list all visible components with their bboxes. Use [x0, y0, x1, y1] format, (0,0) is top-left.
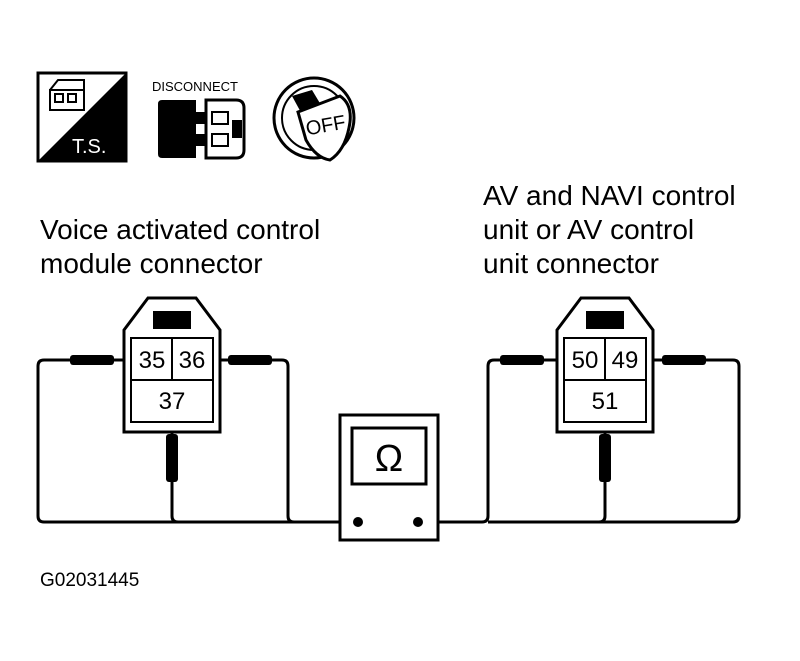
left-harness-segments: [70, 355, 272, 482]
left-connector-caption-line1: Voice activated control: [40, 214, 320, 245]
disconnect-icon: DISCONNECT: [152, 79, 246, 160]
right-connector-caption-line2: unit or AV control: [483, 214, 694, 245]
right-connector: 50 49 51: [555, 296, 655, 434]
right-connector-caption-line1: AV and NAVI control: [483, 180, 736, 211]
left-connector-caption-line2: module connector: [40, 248, 263, 279]
left-circuit-wires: [36, 358, 356, 524]
ohmmeter: Ω: [338, 413, 440, 542]
pin-51: 51: [592, 388, 619, 415]
ignition-off-icon: OFF: [272, 76, 356, 162]
meter-probe-terminal-right: [413, 517, 423, 527]
meter-probe-terminal-left: [353, 517, 363, 527]
left-connector: 35 36 37: [122, 296, 222, 434]
right-harness-segments: [500, 355, 706, 482]
right-circuit-wires: [418, 358, 741, 524]
figure-id: G02031445: [40, 570, 139, 591]
pin-36: 36: [179, 347, 206, 374]
test-symbol-label: T.S.: [72, 136, 106, 158]
disconnect-label: DISCONNECT: [152, 79, 238, 94]
right-connector-caption-line3: unit connector: [483, 248, 659, 279]
pin-35: 35: [139, 347, 166, 374]
ohm-symbol: Ω: [375, 438, 403, 480]
test-symbol-icon: T.S.: [36, 71, 128, 163]
pin-50: 50: [572, 347, 599, 374]
pin-49: 49: [612, 347, 639, 374]
pin-37: 37: [159, 388, 186, 415]
